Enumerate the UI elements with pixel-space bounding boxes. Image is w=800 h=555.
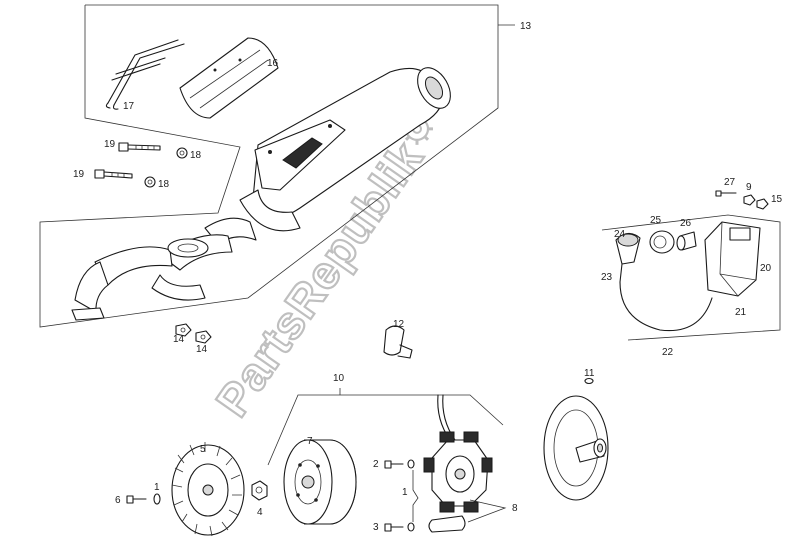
stator-8: [423, 394, 507, 533]
callout-19-lower: 19: [73, 169, 85, 180]
ignition-coil-20: [704, 221, 761, 297]
exhaust-silencer-13: [71, 67, 451, 321]
washer-18-upper: [176, 147, 188, 159]
callout-18-lower: 18: [158, 179, 170, 190]
callout-3: 3: [373, 522, 379, 533]
cooling-fan-5: [171, 442, 245, 537]
callout-10: 10: [333, 373, 345, 384]
callout-24: 24: [614, 229, 626, 240]
callout-22: 22: [662, 347, 674, 358]
nut-9: [743, 194, 756, 206]
callout-1-right: 1: [402, 487, 408, 498]
heat-shield-16: [179, 37, 279, 119]
callout-23: 23: [601, 272, 613, 283]
callout-1-bracket: [412, 470, 419, 522]
callout-16: 16: [267, 58, 279, 69]
callout-15: 15: [771, 194, 783, 205]
callout-26: 26: [680, 218, 692, 229]
washer-1: [153, 493, 161, 505]
callout-19-upper: 19: [104, 139, 116, 150]
pin-11: [584, 377, 594, 385]
clamp-12: [383, 325, 413, 359]
callout-9: 9: [746, 182, 752, 193]
callout-12: 12: [393, 319, 405, 330]
callout-2: 2: [373, 459, 379, 470]
bolt-19-lower: [94, 169, 133, 179]
callout-1-left: 1: [154, 482, 160, 493]
exhaust-group-frame: [39, 4, 515, 328]
callout-labels: 13 16 17 19 18 19 18 14 14 12 10 11 5 7 …: [73, 21, 783, 533]
heat-shield-bracket-17: [105, 39, 185, 110]
spark-plug-cap-24: [615, 232, 641, 283]
screw-6: [126, 495, 147, 504]
callout-6: 6: [115, 495, 121, 506]
callout-14-left: 14: [173, 334, 185, 345]
ignition-cover: [543, 395, 609, 501]
callout-27: 27: [724, 177, 736, 188]
callout-5: 5: [200, 444, 206, 455]
callout-4: 4: [257, 507, 263, 518]
screw-27: [715, 190, 737, 197]
flywheel-7: [283, 439, 357, 525]
bolt-19-upper: [118, 142, 161, 152]
ht-lead-22: [619, 281, 713, 332]
nut-14-right: [195, 330, 212, 344]
callout-17: 17: [123, 101, 135, 112]
callout-14-right: 14: [196, 344, 208, 355]
washer-18-lower: [144, 176, 156, 188]
ignition-group-frame: [601, 214, 781, 341]
nut-15: [756, 198, 769, 210]
screw-2: [384, 459, 415, 469]
grommet-25: [649, 230, 675, 254]
nut-14-left: [175, 323, 192, 337]
screw-3: [384, 522, 415, 532]
callout-11: 11: [584, 368, 595, 379]
callout-18-upper: 18: [190, 150, 202, 161]
callout-21: 21: [735, 307, 747, 318]
callout-20: 20: [760, 263, 772, 274]
nut-4: [251, 480, 268, 501]
bushing-26: [676, 231, 697, 251]
callout-7: 7: [307, 436, 313, 447]
callout-8: 8: [512, 503, 518, 514]
callout-25: 25: [650, 215, 662, 226]
callout-13: 13: [520, 21, 532, 32]
flywheel-group-frame: [267, 388, 504, 466]
